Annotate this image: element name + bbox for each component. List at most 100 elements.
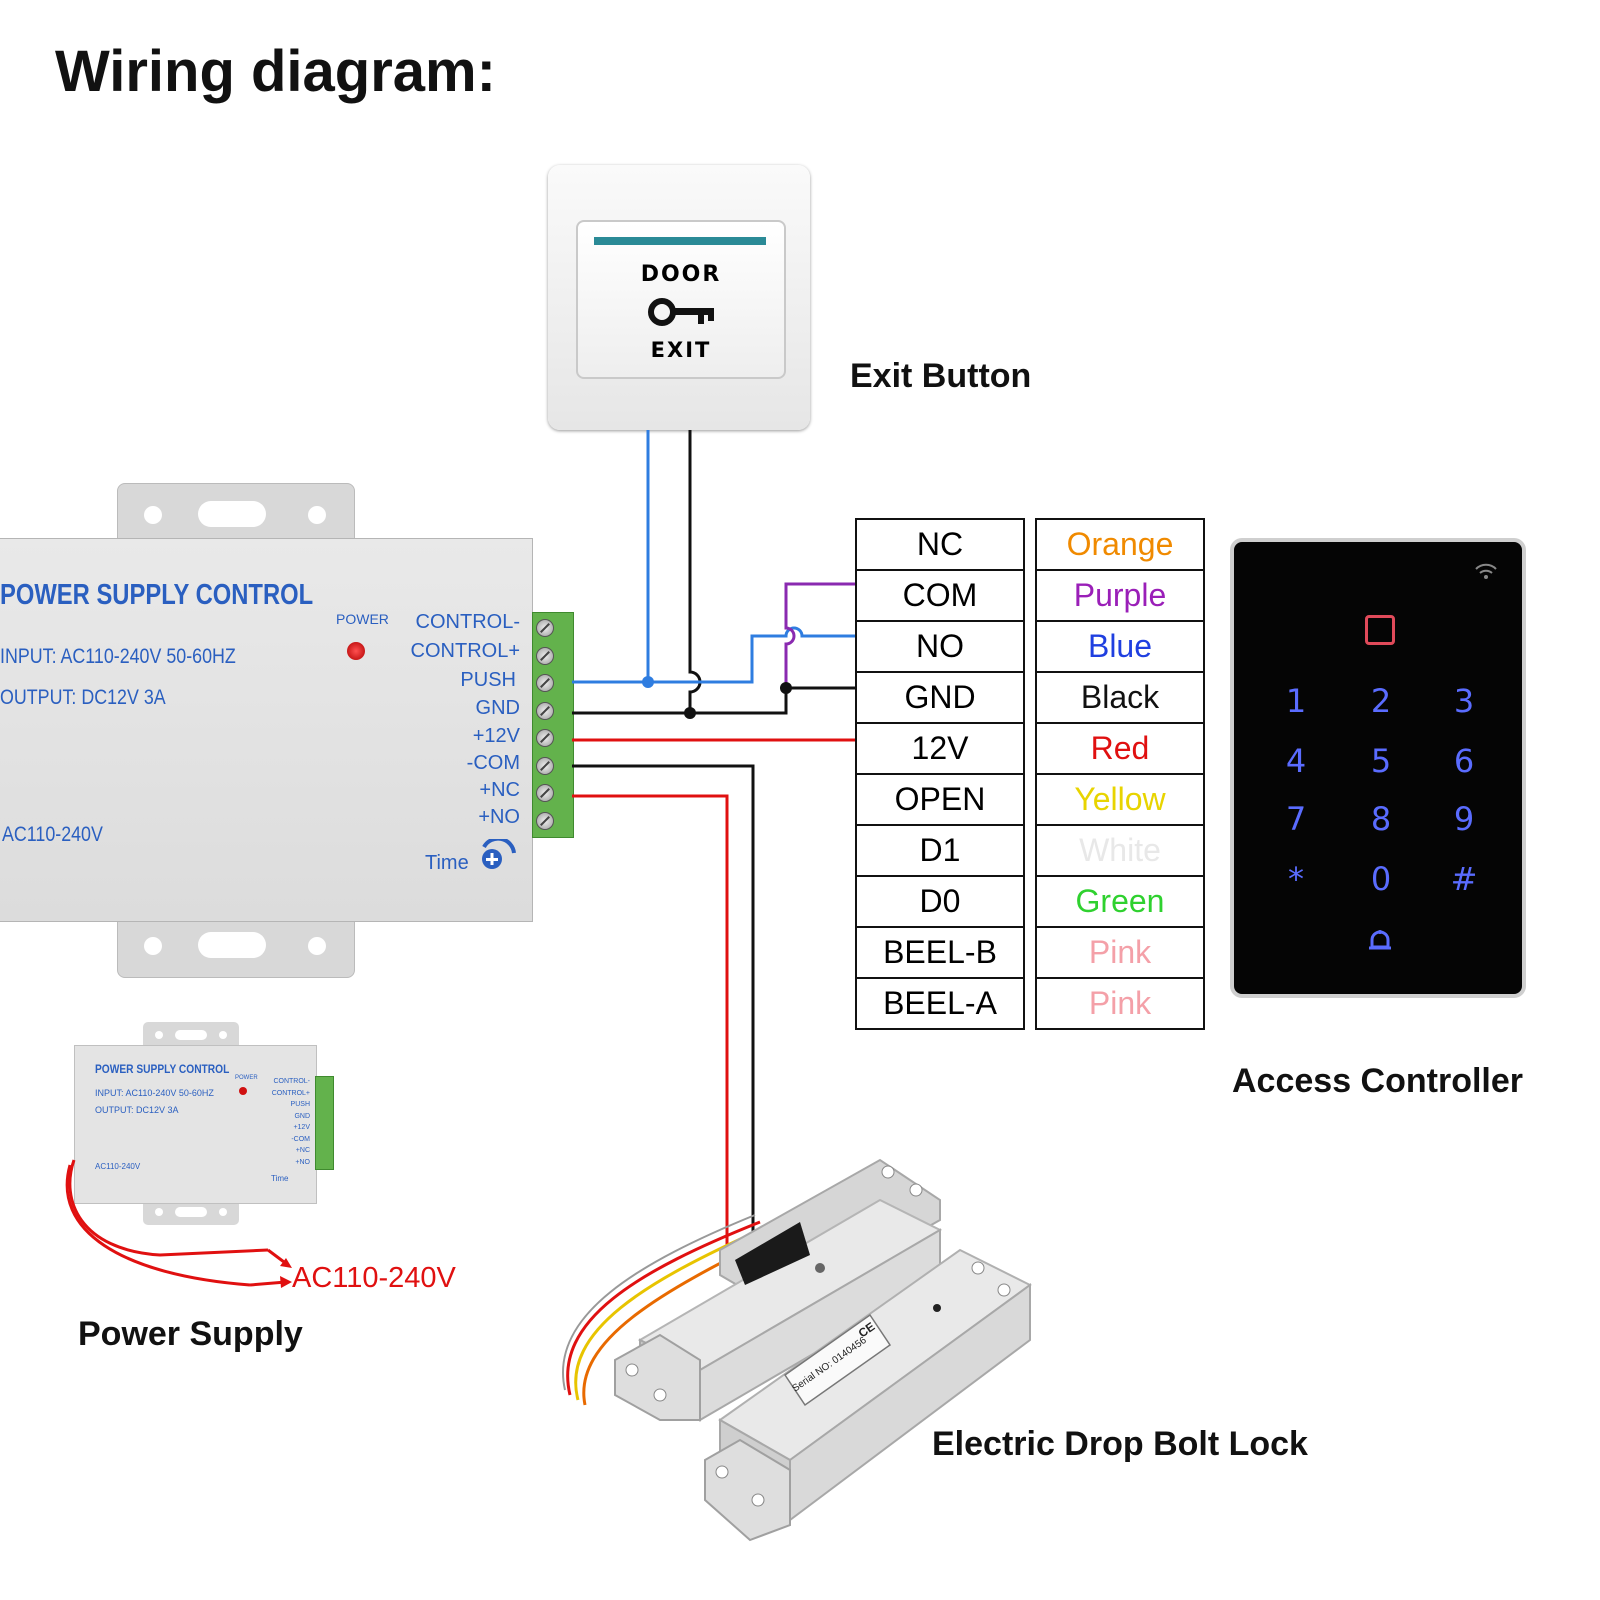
keypad-key-7[interactable]: 7 xyxy=(1285,800,1307,838)
small-terminal-label: GND xyxy=(294,1112,310,1120)
terminal-label-control-plus: CONTROL+ xyxy=(410,640,520,662)
access-controller-keypad: 1 2 3 4 5 6 7 8 9 * 0 # xyxy=(1230,538,1526,998)
terminal-label-com: -COM xyxy=(466,752,520,774)
terminal-screw-icon xyxy=(536,811,554,830)
keypad-key-3[interactable]: 3 xyxy=(1453,682,1475,720)
key-icon xyxy=(648,294,718,330)
psu-small-power-led-icon xyxy=(239,1087,247,1095)
wire-com-black-lock xyxy=(572,764,755,1245)
wire-nc-red-lock xyxy=(572,794,729,1260)
ac-arrowhead xyxy=(280,1276,292,1288)
terminal-screw-icon xyxy=(536,701,554,720)
small-terminal-label: +12V xyxy=(293,1124,310,1131)
ac-cable-red xyxy=(68,1159,269,1257)
psu-small-brand: POWER SUPPLY CONTROL xyxy=(95,1062,230,1076)
terminal-cell-nc: NC xyxy=(855,518,1025,571)
card-reader-icon xyxy=(1365,615,1395,645)
exit-button-label: Exit Button xyxy=(850,357,1032,395)
keypad-key-hash[interactable]: # xyxy=(1450,860,1478,898)
exit-button-face: DOOR EXIT xyxy=(576,220,786,379)
psu-input-spec: INPUT: AC110-240V 50-60HZ xyxy=(0,645,236,668)
terminal-screw-icon xyxy=(536,646,554,665)
access-controller-label: Access Controller xyxy=(1232,1062,1523,1100)
terminal-cell-beel-a: BEEL-A xyxy=(855,977,1025,1030)
keypad-key-star[interactable]: * xyxy=(1288,860,1304,898)
power-supply-label: Power Supply xyxy=(78,1315,303,1353)
terminal-block xyxy=(532,612,574,838)
wire-color-cell: Pink xyxy=(1035,977,1205,1030)
ac-arrow xyxy=(249,1280,287,1287)
terminal-cell-beel-b: BEEL-B xyxy=(855,926,1025,979)
junction-dot xyxy=(642,676,654,688)
small-terminal-label: +NC xyxy=(295,1147,310,1154)
wire-color-cell: White xyxy=(1035,824,1205,877)
time-knob-icon xyxy=(478,836,518,873)
keypad-key-2[interactable]: 2 xyxy=(1370,682,1392,720)
psu-power-label: POWER xyxy=(336,611,389,627)
psu-output-spec: OUTPUT: DC12V 3A xyxy=(0,686,166,709)
psu-small-output: OUTPUT: DC12V 3A xyxy=(95,1105,179,1115)
wire-exit-black xyxy=(688,430,702,713)
terminal-cell-com: COM xyxy=(855,569,1025,622)
wire-color-cell: Yellow xyxy=(1035,773,1205,826)
terminal-label-control-minus: CONTROL- xyxy=(415,611,520,633)
wire-com-purple xyxy=(784,582,855,688)
small-terminal-label: PUSH xyxy=(290,1101,310,1108)
drop-bolt-strike-plate: Serial NO: 0140456 CE xyxy=(704,1248,1032,1542)
terminal-cell-d0: D0 xyxy=(855,875,1025,928)
terminal-label-12v: +12V xyxy=(472,725,520,747)
psu-terminal-labels: CONTROL- CONTROL+ PUSH GND +12V -COM +NC… xyxy=(390,611,520,833)
wire-color-cell: Blue xyxy=(1035,620,1205,673)
wire-push-blue xyxy=(572,626,855,684)
terminal-label-push: PUSH xyxy=(460,669,516,691)
drop-bolt-label: Electric Drop Bolt Lock xyxy=(932,1425,1308,1463)
keypad-key-0[interactable]: 0 xyxy=(1370,860,1392,898)
terminal-cell-no: NO xyxy=(855,620,1025,673)
psu-small-mount-bottom xyxy=(143,1200,239,1225)
lock-cable xyxy=(562,1214,756,1391)
psu-small-mount-top xyxy=(143,1022,239,1048)
psu-ac-label: AC110-240V xyxy=(2,823,103,846)
terminal-cell-d1: D1 xyxy=(855,824,1025,877)
wire-color-cell: Red xyxy=(1035,722,1205,775)
terminal-screw-icon xyxy=(536,729,554,747)
drop-bolt-lock-body xyxy=(614,1158,943,1422)
exit-button-exit-text: EXIT xyxy=(650,338,712,362)
keypad-key-8[interactable]: 8 xyxy=(1370,800,1392,838)
bell-icon xyxy=(1366,927,1394,955)
psu-brand: POWER SUPPLY CONTROL xyxy=(0,579,314,611)
small-terminal-label: CONTROL+ xyxy=(271,1089,310,1097)
keypad-key-1[interactable]: 1 xyxy=(1285,682,1307,720)
junction-dot xyxy=(780,682,792,694)
keypad-key-5[interactable]: 5 xyxy=(1370,742,1392,780)
wire-color-cell: Black xyxy=(1035,671,1205,724)
psu-time-label: Time xyxy=(425,852,469,874)
lock-cable xyxy=(566,1220,761,1396)
small-terminal-block xyxy=(315,1076,334,1170)
keypad-key-4[interactable]: 4 xyxy=(1285,742,1307,780)
power-supply-large: POWER SUPPLY CONTROL INPUT: AC110-240V 5… xyxy=(0,538,533,922)
wire-gnd-black xyxy=(572,686,855,715)
keypad-key-6[interactable]: 6 xyxy=(1453,742,1475,780)
psu-small-input: INPUT: AC110-240V 50-60HZ xyxy=(95,1088,214,1098)
terminal-screw-icon xyxy=(536,619,554,637)
ac-input-label: AC110-240V xyxy=(292,1262,456,1294)
psu-mount-top xyxy=(117,483,355,545)
terminal-label-nc: +NC xyxy=(479,779,520,801)
ac-arrowhead xyxy=(280,1258,292,1268)
wifi-icon xyxy=(1474,562,1498,580)
terminal-label-no: +NO xyxy=(478,806,520,828)
terminal-screw-icon xyxy=(536,756,554,775)
small-terminal-label: +NO xyxy=(295,1158,310,1166)
terminal-label-gnd: GND xyxy=(475,697,520,719)
exit-button-device: DOOR EXIT xyxy=(548,165,810,430)
terminal-cell-gnd: GND xyxy=(855,671,1025,724)
psu-small-terminal-labels: CONTROL- CONTROL+ PUSH GND +12V -COM +NC… xyxy=(250,1076,310,1168)
power-supply-small: POWER SUPPLY CONTROL INPUT: AC110-240V 5… xyxy=(74,1045,317,1204)
wire-color-cell: Pink xyxy=(1035,926,1205,979)
keypad-key-9[interactable]: 9 xyxy=(1453,800,1475,838)
junction-dot xyxy=(684,707,696,719)
